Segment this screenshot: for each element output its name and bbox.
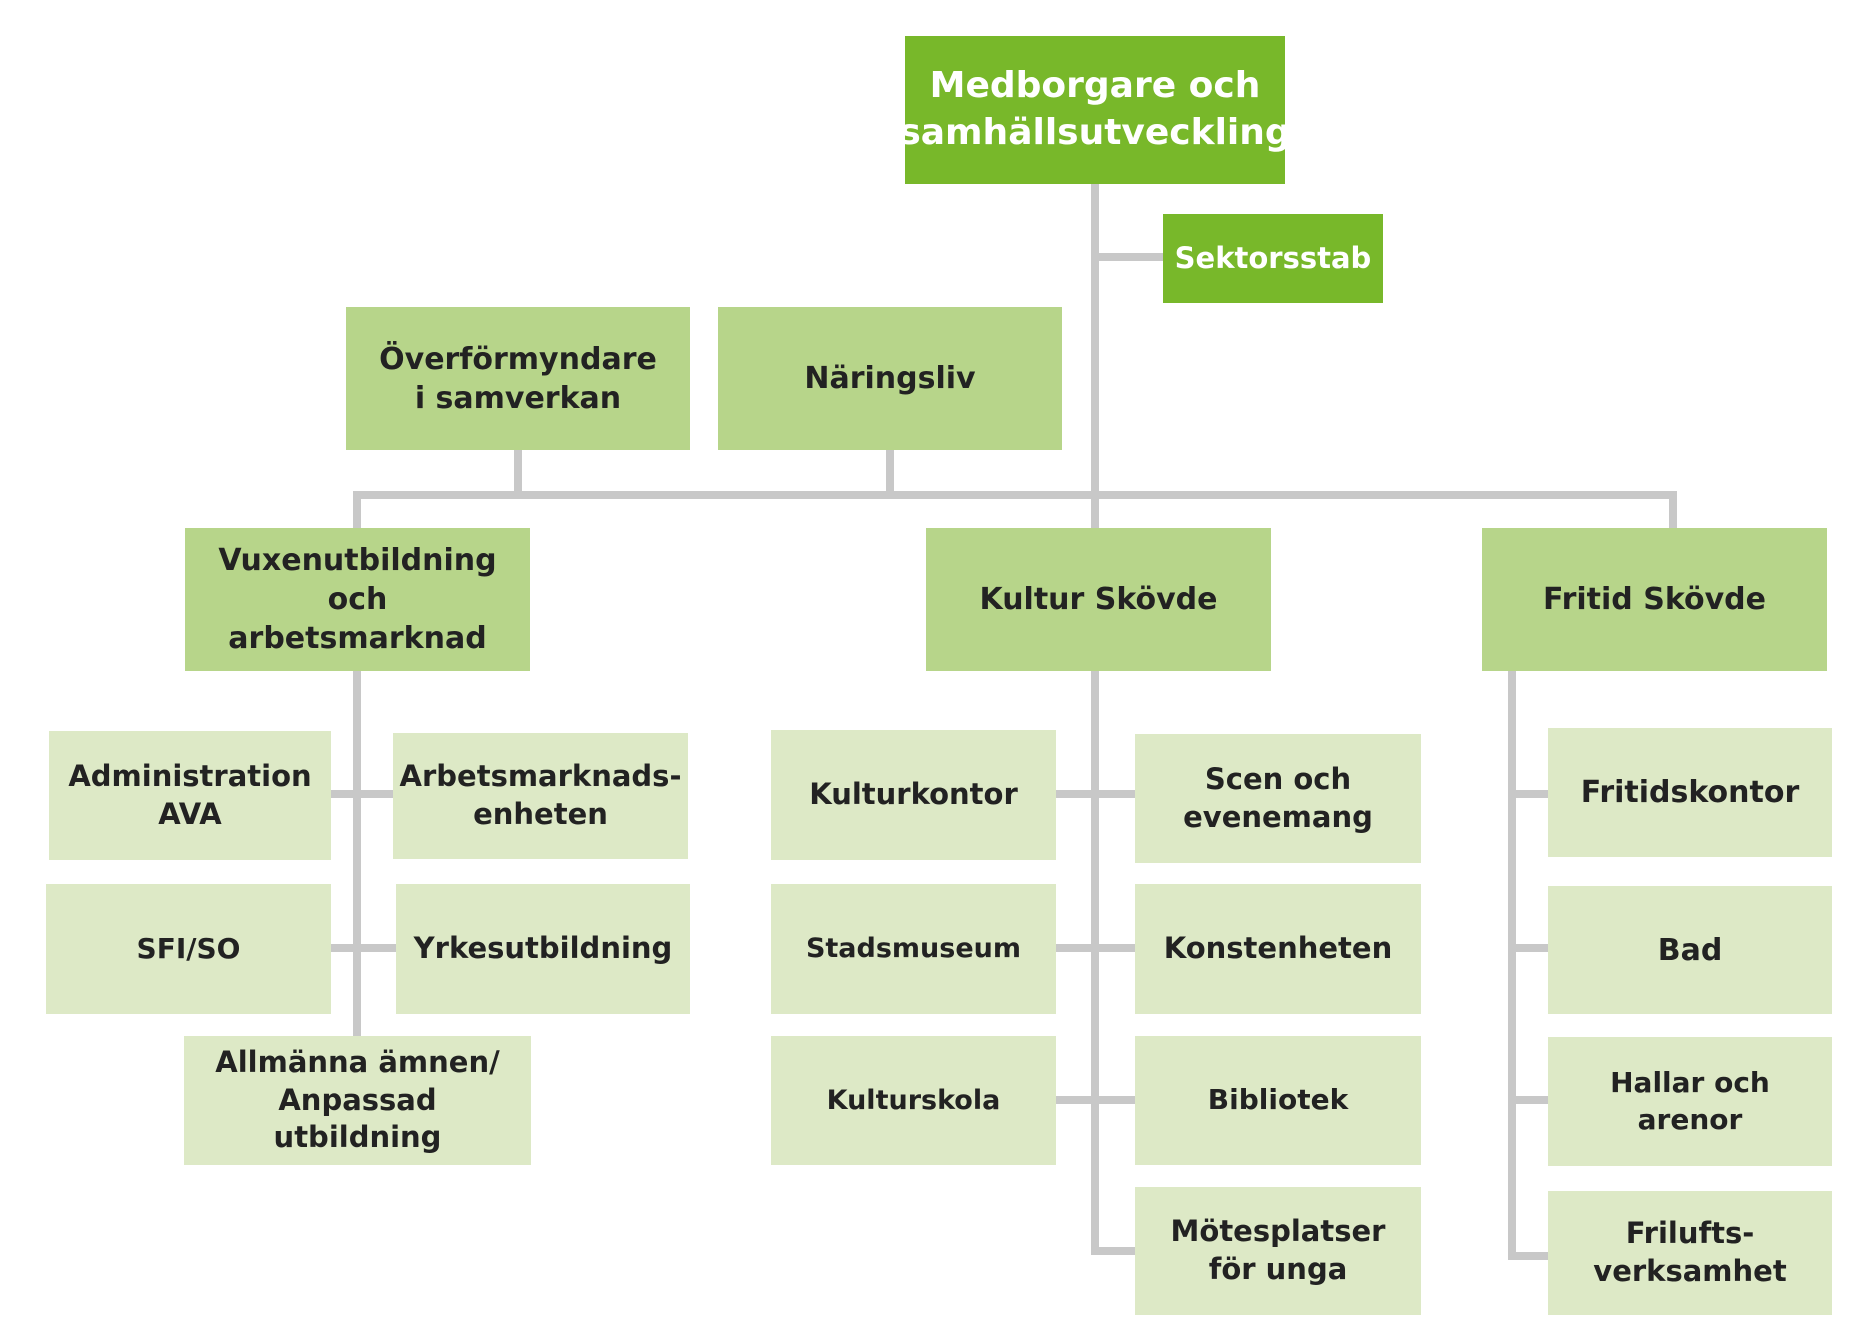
bad-node: Bad (1548, 886, 1832, 1014)
motesplatser-node: Mötesplatser för unga (1135, 1187, 1421, 1315)
sfi-so-node: SFI/SO (46, 884, 331, 1014)
fritidskontor-node: Fritidskontor (1548, 728, 1832, 857)
konstenheten-label: Konstenheten (1163, 931, 1393, 966)
allmanna-amnen-node: Allmänna ämnen/ Anpassad utbildning (184, 1036, 531, 1165)
kultur-node: Kultur Skövde (926, 528, 1271, 671)
administration-ava-label: Administration AVA (68, 758, 312, 831)
naringsliv-node-label: Näringsliv (804, 361, 976, 396)
root-node: Medborgare och samhällsutveckling (899, 36, 1291, 184)
scen-evenemang-node: Scen och evenemang (1135, 734, 1421, 863)
friluftsverksamhet-node: Frilufts- verksamhet (1548, 1191, 1832, 1315)
stadsmuseum-label: Stadsmuseum (805, 933, 1022, 965)
bad-label: Bad (1657, 932, 1723, 968)
arbetsmarknadsenheten-node: Arbetsmarknads- enheten (393, 733, 688, 859)
kulturskola-node: Kulturskola (771, 1036, 1056, 1165)
administration-ava-node: Administration AVA (49, 731, 331, 860)
fritid-node: Fritid Skövde (1482, 528, 1827, 671)
hallar-arenor-label: Hallar och arenor (1610, 1066, 1770, 1136)
friluftsverksamhet-label: Frilufts- verksamhet (1593, 1216, 1787, 1288)
konstenheten-node: Konstenheten (1135, 884, 1421, 1014)
naringsliv-node: Näringsliv (718, 307, 1062, 450)
fritid-node-label: Fritid Skövde (1543, 582, 1766, 617)
kulturkontor-node: Kulturkontor (771, 730, 1056, 860)
staff-node-label: Sektorsstab (1174, 240, 1372, 275)
overformyndare-node-label: Överförmyndare i samverkan (379, 341, 657, 416)
kulturskola-label: Kulturskola (826, 1084, 1001, 1116)
kultur-node-label: Kultur Skövde (979, 582, 1218, 617)
overformyndare-node: Överförmyndare i samverkan (346, 307, 690, 450)
root-node-label: Medborgare och samhällsutveckling (899, 65, 1291, 153)
bibliotek-node: Bibliotek (1135, 1036, 1421, 1165)
vuxenutbildning-node: Vuxenutbildning och arbetsmarknad (185, 528, 530, 671)
yrkesutbildning-label: Yrkesutbildning (413, 931, 673, 966)
hallar-arenor-node: Hallar och arenor (1548, 1037, 1832, 1166)
arbetsmarknadsenheten-label: Arbetsmarknads- enheten (399, 759, 682, 831)
bibliotek-label: Bibliotek (1207, 1083, 1349, 1117)
staff-node: Sektorsstab (1163, 214, 1383, 303)
motesplatser-label: Mötesplatser för unga (1170, 1214, 1386, 1286)
allmanna-amnen-label: Allmänna ämnen/ Anpassad utbildning (215, 1044, 500, 1155)
fritidskontor-label: Fritidskontor (1580, 775, 1800, 810)
vuxenutbildning-node-label: Vuxenutbildning och arbetsmarknad (218, 543, 497, 656)
stadsmuseum-node: Stadsmuseum (771, 884, 1056, 1014)
sfi-so-label: SFI/SO (136, 931, 241, 965)
kulturkontor-label: Kulturkontor (809, 777, 1018, 812)
scen-evenemang-label: Scen och evenemang (1183, 761, 1373, 834)
yrkesutbildning-node: Yrkesutbildning (396, 884, 690, 1014)
